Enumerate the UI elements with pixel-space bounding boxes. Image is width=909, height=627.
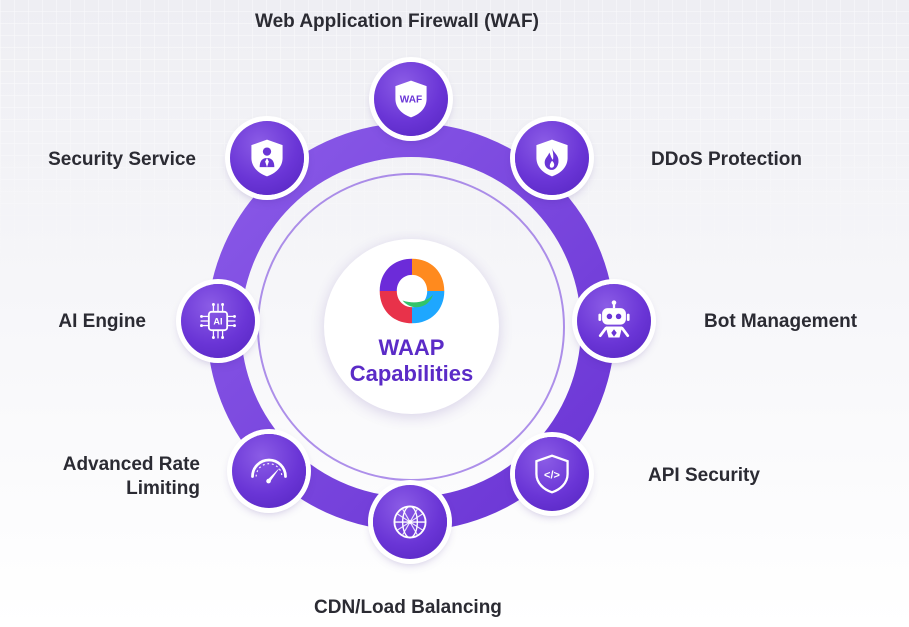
- node-security-service[interactable]: [230, 121, 304, 195]
- label-advanced-rate-limiting: Advanced Rate Limiting: [63, 453, 200, 501]
- node-waf[interactable]: WAF: [374, 62, 448, 136]
- waap-logo-icon: [379, 258, 444, 324]
- label-ai-engine: AI Engine: [58, 311, 146, 332]
- label-bot-management: Bot Management: [704, 311, 858, 332]
- center-hub: WAAP Capabilities: [324, 239, 499, 414]
- inner-ring-line: [257, 173, 565, 481]
- waf-badge: WAF: [400, 95, 422, 106]
- waf-shield-icon: WAF: [395, 80, 427, 118]
- label-rate-limiting-line-2: Limiting: [126, 478, 200, 499]
- node-ddos[interactable]: [515, 121, 589, 195]
- node-cdn-load-balancing[interactable]: [373, 485, 447, 559]
- label-waf: Web Application Firewall (WAF): [255, 11, 539, 32]
- label-security-service: Security Service: [48, 149, 196, 170]
- ai-chip-icon: AI: [200, 303, 236, 339]
- center-title: WAAP Capabilities: [350, 335, 473, 387]
- user-shield-icon: [251, 139, 283, 177]
- globe-network-icon: [393, 505, 427, 539]
- label-rate-limiting-line-1: Advanced Rate: [62, 454, 200, 475]
- node-rate-limiting[interactable]: [232, 434, 306, 508]
- ai-badge: AI: [213, 317, 222, 327]
- label-cdn-load-balancing: CDN/Load Balancing: [314, 597, 502, 618]
- code-shield-icon: </>: [535, 454, 569, 494]
- node-bot-management[interactable]: [577, 284, 651, 358]
- node-ai-engine[interactable]: AI: [181, 284, 255, 358]
- gauge-icon: [251, 458, 287, 484]
- api-code-badge: </>: [544, 470, 560, 482]
- label-ddos-protection: DDoS Protection: [651, 149, 802, 170]
- label-api-security: API Security: [648, 465, 760, 486]
- center-title-line-2: Capabilities: [349, 361, 474, 386]
- robot-icon: [598, 300, 630, 338]
- center-title-line-1: WAAP: [378, 335, 445, 360]
- flame-shield-icon: [536, 139, 568, 177]
- node-api-security[interactable]: </>: [515, 437, 589, 511]
